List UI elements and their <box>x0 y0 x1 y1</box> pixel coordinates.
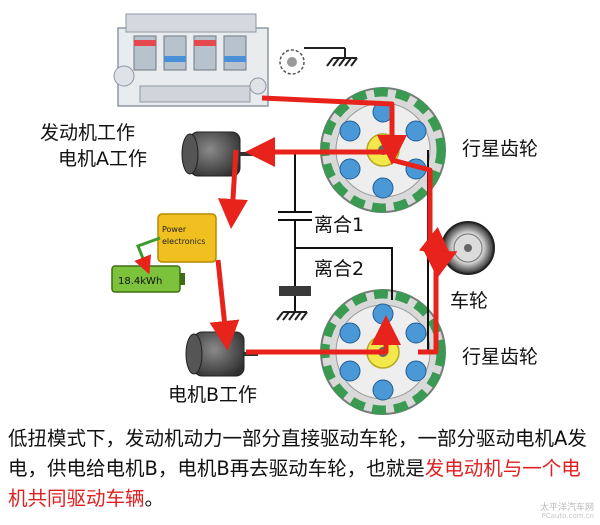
wheel-icon <box>441 221 495 275</box>
motor-a-working-label: 电机A工作 <box>58 148 147 170</box>
pe-battery-link <box>134 236 161 275</box>
engine-working-label: 发动机工作 <box>40 122 136 144</box>
planetary-to-wheel-flow-top <box>391 157 452 258</box>
battery-icon: 18.4kWh <box>111 265 185 293</box>
planetary-gear-bottom-label: 行星齿轮 <box>462 346 539 368</box>
power-flow-paths <box>209 95 458 355</box>
pe-to-motor-b-flow <box>209 259 240 351</box>
motor-a-icon <box>181 131 256 177</box>
power-electronics-label-2: electronics <box>162 237 205 246</box>
clutch-2-symbol <box>279 286 311 312</box>
caption-part1: 低扭模式下，发动机动力一部分直接驱动车轮，一部分驱动电机A发电，供电给电机B，电… <box>8 427 587 480</box>
caption-text: 低扭模式下，发动机动力一部分直接驱动车轮，一部分驱动电机A发电，供电给电机B，电… <box>8 424 594 514</box>
power-electronics-label-1: Power <box>162 225 187 234</box>
ground-symbol-bottom-icon <box>276 311 308 321</box>
clutch-2-label: 离合2 <box>314 258 365 280</box>
clutch-1-symbol <box>278 152 312 286</box>
motor-b-to-planetary-flow <box>246 315 401 355</box>
ground-symbol-top-icon <box>326 57 358 67</box>
motor-a-to-pe-flow <box>217 149 248 229</box>
battery-capacity: 18.4kWh <box>118 276 162 287</box>
engine-block-icon <box>113 13 269 107</box>
caption-part2: 。 <box>144 487 165 510</box>
motor-b-working-label: 电机B工作 <box>168 384 258 406</box>
watermark-url: PCauto.com.cn <box>541 512 594 520</box>
clutch-1-label: 离合1 <box>314 214 365 236</box>
planetary-gear-top-label: 行星齿轮 <box>462 138 539 160</box>
starter-gear-icon <box>279 47 346 75</box>
watermark-text: 太平洋汽车网 <box>539 503 594 513</box>
planetary-to-wheel-flow-bottom <box>418 251 458 355</box>
engine-to-planetary-flow <box>261 95 407 165</box>
caption-highlight: 发电动机与一个电机共同驱动车辆 <box>8 457 581 510</box>
wheel-label: 车轮 <box>450 290 489 312</box>
power-electronics-box: Power electronics <box>157 213 217 263</box>
